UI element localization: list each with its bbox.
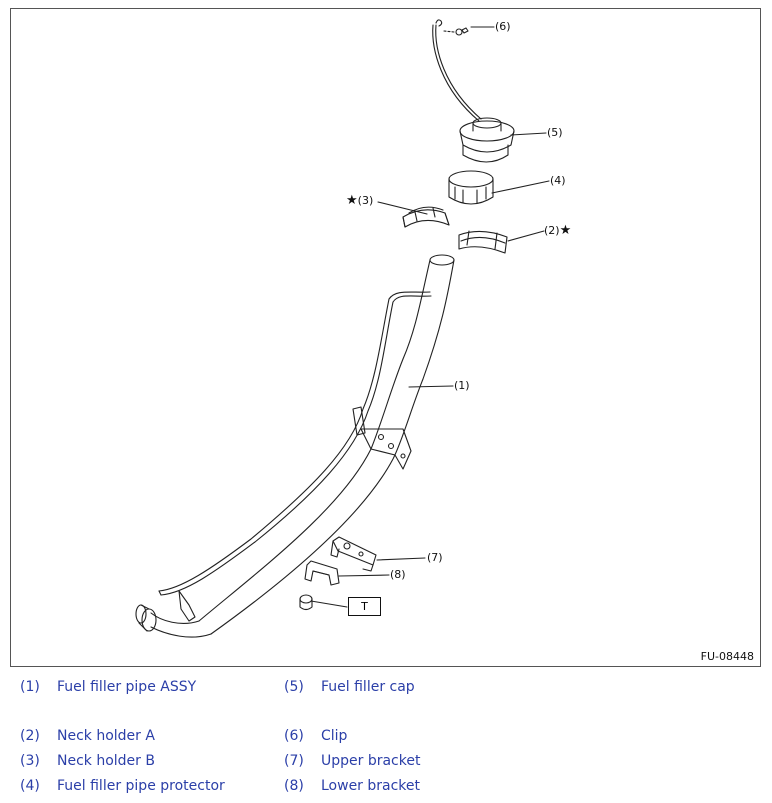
callout-3-star: ★(3) [346,193,374,208]
legend-label: Fuel filler pipe ASSY [57,679,197,695]
bolt-part [299,594,313,611]
callout-7: (7) [427,551,443,564]
neck-holder-b-part [402,206,450,228]
callout-2: (2) [544,224,560,237]
callout-3: (3) [357,194,374,207]
legend-label: Fuel filler cap [321,679,415,695]
star-icon: ★ [559,223,572,238]
upper-bracket-part [330,536,377,572]
legend-label: Upper bracket [321,753,421,769]
legend-label: Lower bracket [321,778,421,794]
legend-label: Neck holder B [57,753,155,769]
legend-item: (1)Fuel filler pipe ASSY [20,679,197,695]
exploded-diagram: (6) (5) (4) ★(3) (2)★ (1) (7) (8) T FU-0… [10,8,761,667]
callout-4: (4) [550,174,566,187]
clip-part [435,19,469,36]
legend-item: (6)Clip [284,728,348,744]
fuel-filler-cap-part [459,117,515,163]
figure-code: FU-08448 [700,650,754,663]
callout-2-star: (2)★ [544,223,572,238]
parts-legend: (1)Fuel filler pipe ASSY (5)Fuel filler … [0,672,772,803]
legend-item: (2)Neck holder A [20,728,155,744]
star-icon: ★ [346,193,358,208]
callout-5: (5) [547,126,563,139]
legend-label: Fuel filler pipe protector [57,778,225,794]
neck-holder-a-part [458,230,508,254]
fuel-filler-pipe-part [135,254,455,638]
callout-6: (6) [495,20,511,33]
legend-item: (8)Lower bracket [284,778,421,794]
legend-item: (7)Upper bracket [284,753,421,769]
cap-tether [432,24,480,122]
legend-item: (4)Fuel filler pipe protector [20,778,225,794]
callout-8: (8) [390,568,406,581]
callout-1: (1) [454,379,470,392]
diagram-drawing [135,19,550,638]
legend-label: Neck holder A [57,728,155,744]
legend-label: Clip [321,728,348,744]
legend-item: (5)Fuel filler cap [284,679,415,695]
lower-bracket-part [304,560,340,586]
fuel-filler-pipe-protector-part [448,170,494,205]
legend-item: (3)Neck holder B [20,753,155,769]
torque-label-box: T [348,597,381,616]
